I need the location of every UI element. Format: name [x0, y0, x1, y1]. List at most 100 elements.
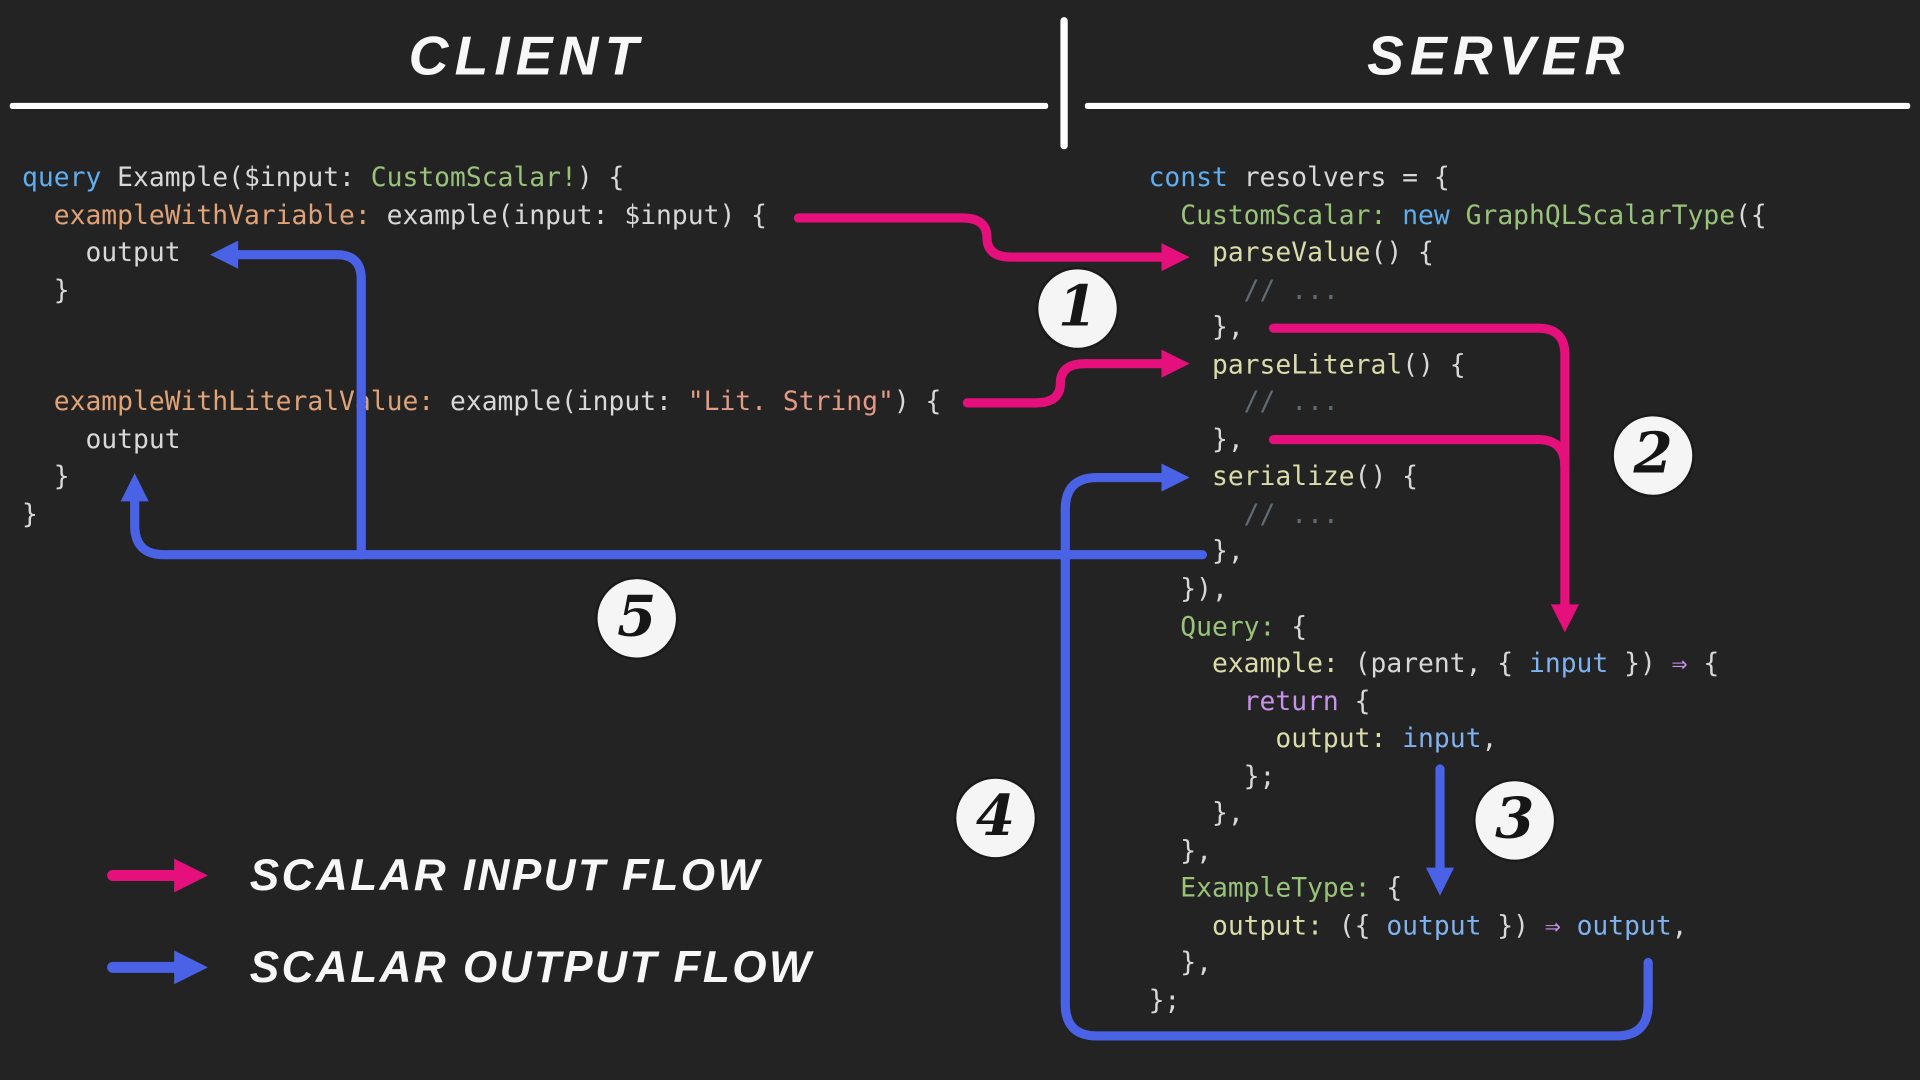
code-token: GraphQLScalarType [1465, 200, 1736, 231]
code-token: { [1338, 686, 1371, 718]
code-token [1149, 350, 1212, 381]
code-token: } [22, 462, 70, 493]
code-token: const [1148, 162, 1228, 194]
code-token [22, 200, 54, 231]
code-token [1149, 911, 1212, 942]
code-line: }, [1149, 310, 1767, 347]
server-resolver-code: const resolvers = { CustomScalar: new Gr… [1149, 160, 1767, 1020]
code-line: } [22, 497, 941, 534]
code-line: parseValue() { [1149, 235, 1767, 272]
code-token: // ... [1148, 387, 1339, 418]
code-token: output: [1275, 723, 1387, 755]
code-line: output [22, 235, 941, 272]
code-line: exampleWithVariable: example(input: $inp… [22, 198, 941, 235]
code-token: ) { [893, 387, 942, 418]
code-line: Query: { [1149, 609, 1767, 646]
code-line: CustomScalar: new GraphQLScalarType({ [1149, 198, 1767, 235]
legend-output-flow: SCALAR OUTPUT FLOW [105, 939, 813, 995]
code-token: output: [1211, 910, 1323, 942]
step-number-3: 3 [1495, 784, 1535, 852]
code-token: // ... [1148, 499, 1339, 531]
code-token [1561, 911, 1577, 942]
client-column-header: CLIENT [408, 24, 645, 87]
code-line [22, 310, 941, 347]
code-token: exampleWithLiteralValue: [53, 387, 435, 418]
code-token: () { [1354, 462, 1419, 493]
code-token [1149, 649, 1212, 680]
code-token: // ... [1148, 275, 1339, 306]
code-line: output: ({ output }) ⇒ output, [1149, 908, 1767, 945]
code-token: }, [1148, 948, 1212, 979]
code-token: ({ [1735, 200, 1767, 231]
code-line: }, [1149, 422, 1767, 459]
code-token: } [22, 275, 70, 306]
step-number-4: 4 [975, 782, 1016, 849]
arrow-literal-input-to-parseliteral [962, 349, 1190, 408]
code-line: const resolvers = { [1149, 160, 1767, 197]
step-badge-3: 3 [1475, 781, 1554, 860]
code-token: }, [1148, 798, 1244, 830]
code-line: exampleWithLiteralValue: example(input: … [22, 385, 942, 422]
step-badge-2: 2 [1613, 416, 1693, 495]
code-line: } [22, 273, 941, 310]
code-line: }), [1149, 572, 1767, 609]
code-line: query Example($input: CustomScalar!) { [22, 160, 941, 197]
code-token: CustomScalar: [1180, 200, 1387, 231]
code-token [1149, 200, 1181, 231]
code-line: // ... [1149, 273, 1767, 310]
legend-input-label: SCALAR INPUT FLOW [249, 849, 762, 900]
client-header-underline [9, 102, 1049, 109]
code-token: exampleWithVariable: [53, 200, 371, 231]
client-query-code: query Example($input: CustomScalar!) { e… [22, 160, 941, 534]
code-line: }, [1149, 834, 1767, 871]
code-line: }; [1149, 983, 1767, 1020]
code-token: parseLiteral [1211, 349, 1403, 381]
code-token [1149, 687, 1244, 718]
server-column-header: SERVER [1367, 24, 1631, 87]
code-token [1149, 724, 1276, 755]
code-token: }, [1148, 312, 1244, 344]
code-token: }) [1608, 649, 1672, 680]
code-token: ⇒ [1671, 649, 1688, 680]
code-token [1149, 238, 1212, 269]
code-token: }, [1148, 536, 1244, 568]
code-token: serialize [1211, 462, 1355, 493]
code-token: (parent, { [1338, 649, 1530, 680]
code-token: }; [1148, 761, 1276, 792]
column-divider-line [1060, 17, 1068, 150]
code-token: { [1687, 649, 1720, 680]
code-token: { [1275, 611, 1308, 643]
code-line: // ... [1149, 385, 1767, 422]
code-line: output [22, 422, 941, 459]
code-token: resolvers = { [1227, 162, 1450, 194]
code-token: }, [1148, 424, 1244, 456]
code-token [1450, 200, 1466, 231]
code-token [1149, 462, 1212, 493]
code-line: }, [1149, 796, 1767, 833]
code-token: Example($input: [101, 162, 371, 194]
code-token: }), [1148, 574, 1228, 605]
code-token: new [1402, 200, 1450, 231]
code-token: example(input: [434, 387, 688, 418]
step-badge-1: 1 [1038, 269, 1117, 348]
legend-output-label: SCALAR OUTPUT FLOW [249, 941, 814, 992]
step-number-5: 5 [617, 582, 657, 649]
code-line: output: input, [1149, 721, 1767, 758]
code-token: input [1529, 649, 1609, 680]
code-token: , [1481, 723, 1498, 755]
input-flow-arrow-icon [107, 858, 208, 893]
code-token: output [1576, 910, 1672, 942]
code-token: example: [1211, 649, 1339, 680]
code-token: Query: [1180, 611, 1276, 643]
code-token: example(input: $input) { [370, 200, 768, 231]
step-number-2: 2 [1633, 420, 1673, 487]
code-token: }) [1481, 910, 1545, 942]
code-token: query [22, 162, 102, 194]
code-token: }; [1148, 985, 1181, 1017]
code-line: // ... [1149, 497, 1767, 534]
step-number-1: 1 [1057, 273, 1098, 340]
code-token: } [22, 499, 38, 531]
code-token [22, 387, 54, 418]
code-token: input [1402, 723, 1482, 755]
